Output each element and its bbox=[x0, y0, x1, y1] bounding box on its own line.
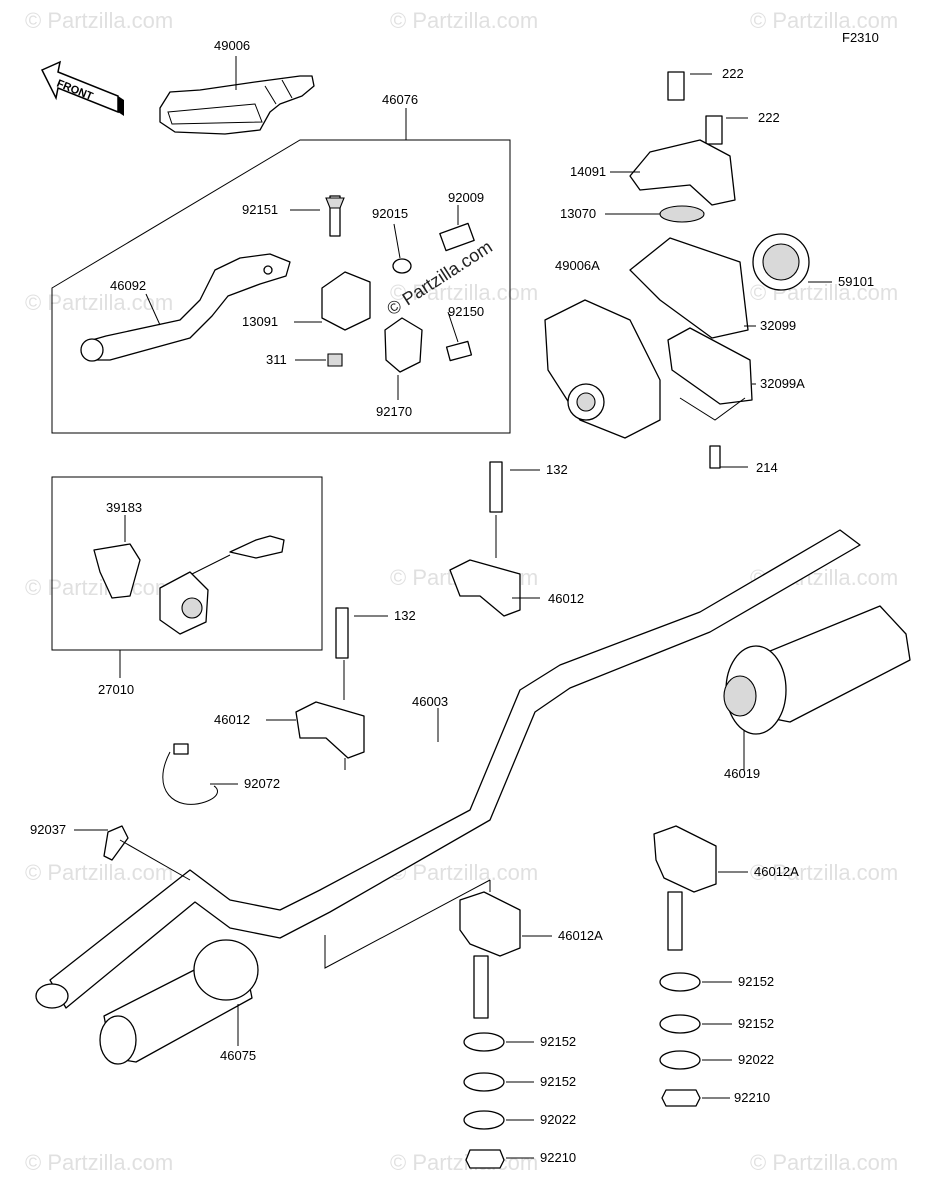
label-32099: 32099 bbox=[760, 318, 796, 333]
label-13070: 13070 bbox=[560, 206, 596, 221]
label-92022: 92022 bbox=[738, 1052, 774, 1067]
label-13091: 13091 bbox=[242, 314, 278, 329]
label-92152: 92152 bbox=[540, 1034, 576, 1049]
label-27010: 27010 bbox=[98, 682, 134, 697]
label-222: 222 bbox=[758, 110, 780, 125]
label-92015: 92015 bbox=[372, 206, 408, 221]
label-46012: 46012 bbox=[214, 712, 250, 727]
lever-cover-part bbox=[159, 56, 315, 135]
watermark: © Partzilla.com bbox=[750, 8, 898, 33]
clip-part bbox=[74, 825, 191, 881]
label-92152: 92152 bbox=[738, 1016, 774, 1031]
part-labels: 49006 46076 92151 92015 92009 46092 1309… bbox=[30, 38, 874, 1165]
lower-riser-part bbox=[324, 879, 552, 1019]
label-92150: 92150 bbox=[448, 304, 484, 319]
watermark: © Partzilla.com bbox=[750, 860, 898, 885]
label-46003: 46003 bbox=[412, 694, 448, 709]
lever-perch-part bbox=[290, 195, 475, 400]
front-arrow-icon: FRONT bbox=[40, 60, 124, 116]
label-132: 132 bbox=[394, 608, 416, 623]
watermark: © Partzilla.com bbox=[25, 860, 173, 885]
label-46076: 46076 bbox=[382, 92, 418, 107]
label-59101: 59101 bbox=[838, 274, 874, 289]
label-92170: 92170 bbox=[376, 404, 412, 419]
watermark: © Partzilla.com bbox=[390, 280, 538, 305]
watermark: © Partzilla.com bbox=[750, 1150, 898, 1175]
label-46092: 46092 bbox=[110, 278, 146, 293]
watermark: © Partzilla.com bbox=[390, 860, 538, 885]
label-311: 311 bbox=[266, 352, 287, 367]
label-92022: 92022 bbox=[540, 1112, 576, 1127]
label-92152: 92152 bbox=[540, 1074, 576, 1089]
cable-tie-part bbox=[162, 743, 238, 805]
label-92009: 92009 bbox=[448, 190, 484, 205]
label-214: 214 bbox=[756, 460, 778, 475]
watermark: © Partzilla.com bbox=[25, 8, 173, 33]
watermark: © Partzilla.com bbox=[25, 290, 173, 315]
label-39183: 39183 bbox=[106, 500, 142, 515]
label-92037: 92037 bbox=[30, 822, 66, 837]
label-14091: 14091 bbox=[570, 164, 606, 179]
washer-stack-part bbox=[659, 972, 732, 1107]
watermark: © Partzilla.com bbox=[390, 8, 538, 33]
figure-code: F2310 bbox=[842, 30, 879, 45]
label-46012A: 46012A bbox=[754, 864, 799, 879]
label-92152: 92152 bbox=[738, 974, 774, 989]
switch-part bbox=[93, 515, 285, 635]
label-92072: 92072 bbox=[244, 776, 280, 791]
label-49006: 49006 bbox=[214, 38, 250, 53]
label-46019: 46019 bbox=[724, 766, 760, 781]
label-92210: 92210 bbox=[540, 1150, 576, 1165]
washer-stack-part bbox=[463, 1032, 534, 1169]
throttle-housing-part bbox=[544, 71, 832, 469]
upper-clamp-part bbox=[266, 607, 388, 759]
watermark: © Partzilla.com bbox=[25, 1150, 173, 1175]
label-92151: 92151 bbox=[242, 202, 278, 217]
upper-clamp-part bbox=[449, 461, 540, 617]
clutch-lever-part bbox=[80, 253, 291, 362]
right-grip-part bbox=[723, 605, 911, 770]
label-49006A: 49006A bbox=[555, 258, 600, 273]
lower-riser-part bbox=[653, 825, 748, 951]
watermark: © Partzilla.com bbox=[25, 575, 173, 600]
switch-assembly-frame bbox=[51, 476, 323, 651]
label-46075: 46075 bbox=[220, 1048, 256, 1063]
label-32099A: 32099A bbox=[760, 376, 805, 391]
label-132: 132 bbox=[546, 462, 568, 477]
watermark: © Partzilla.com bbox=[390, 1150, 538, 1175]
left-grip-part bbox=[99, 939, 259, 1065]
label-92210: 92210 bbox=[734, 1090, 770, 1105]
label-222: 222 bbox=[722, 66, 744, 81]
label-46012: 46012 bbox=[548, 591, 584, 606]
label-46012A: 46012A bbox=[558, 928, 603, 943]
handlebar-part bbox=[35, 529, 861, 1009]
lever-assembly-frame bbox=[51, 139, 511, 434]
